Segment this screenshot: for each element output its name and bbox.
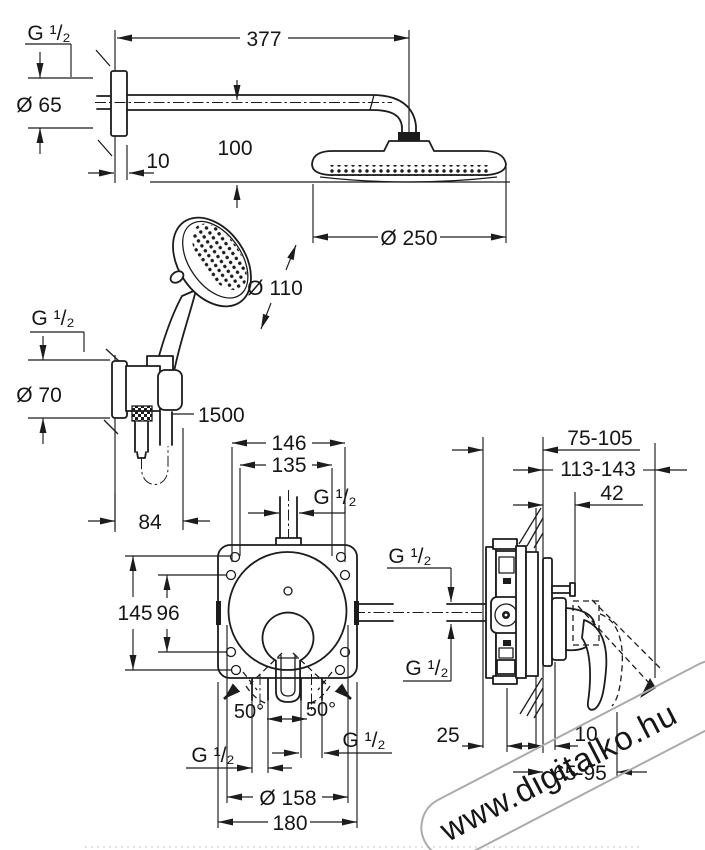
swing-arrow-left <box>223 683 241 700</box>
mixer-front-view <box>216 490 359 712</box>
dim-install-depth: 75-105 <box>567 427 632 450</box>
dim-flange-diameter: Ø 65 <box>16 94 62 117</box>
hand-shower-dimensions: Ø 110 G ¹/₂ Ø 70 1500 84 <box>16 244 303 534</box>
dim-vertical-outer: 145 <box>117 602 152 625</box>
dim-head-diameter: Ø 250 <box>380 227 437 250</box>
dim-plate-width: 180 <box>272 812 307 835</box>
spray-face <box>327 165 489 176</box>
mixer-front-dimensions: 146 135 G ¹/₂ 145 96 50° 50° G ¹/₂ G ¹ <box>117 432 392 835</box>
dim-swing-right: 50° <box>306 699 336 721</box>
dim-hand-thread: G ¹/₂ <box>31 307 74 330</box>
holder-wall-flange <box>111 360 128 419</box>
dim-pin-depth: 42 <box>600 482 623 505</box>
dim-holder-flange-diameter: Ø 70 <box>16 384 62 407</box>
dim-thread-supply-top: G ¹/₂ <box>388 545 431 568</box>
dim-flange-depth: 10 <box>146 150 169 173</box>
head-shower-assembly <box>95 30 507 183</box>
dim-swing-left: 50° <box>234 701 264 723</box>
lever-opening <box>261 611 315 703</box>
dim-trim-gap: 10 <box>574 723 597 746</box>
mixer-side-dimensions: 75-105 113-143 42 G ¹/₂ G ¹/₂ 25 10 65-9… <box>387 427 687 785</box>
dim-total-depth: 113-143 <box>560 458 636 481</box>
dim-thread-supply-bottom: G ¹/₂ <box>405 657 448 680</box>
dim-body-depth: 25 <box>436 724 459 747</box>
dim-arm-length: 377 <box>246 28 281 51</box>
dim-hose-length: 1500 <box>198 404 245 427</box>
arm-wall-flange <box>110 70 128 137</box>
dim-head-drop: 100 <box>217 137 252 160</box>
dim-vertical-inner: 96 <box>156 602 179 625</box>
mixer-side-view <box>354 437 661 753</box>
lever-handle <box>581 619 608 711</box>
dim-hand-head-diameter: Ø 110 <box>247 277 303 300</box>
watermark: www.digitalko.hu <box>420 659 705 850</box>
pin <box>551 585 571 594</box>
handle-max-depth-outline <box>572 600 600 646</box>
mode-button <box>169 270 185 284</box>
swing-arrow-right <box>334 683 352 700</box>
carrier-plate <box>515 545 527 679</box>
dim-handle-clearance: 65-95 <box>553 762 607 785</box>
dim-hole-spacing-inner: 135 <box>271 454 306 477</box>
holder-body <box>125 365 161 412</box>
handle-escutcheon <box>551 597 567 661</box>
holder-front <box>157 369 183 411</box>
dim-hole-spacing-outer: 146 <box>271 432 306 455</box>
hand-shower-face <box>192 223 247 291</box>
dim-thread-bottom-left: G ¹/₂ <box>191 744 234 767</box>
hand-shower-assembly <box>103 216 252 532</box>
recess-circle <box>227 551 348 671</box>
dim-holder-depth: 84 <box>138 511 162 534</box>
dim-thread-bottom-right: G ¹/₂ <box>342 729 385 752</box>
dim-arm-thread: G ¹/₂ <box>27 22 70 45</box>
watermark-capsule <box>420 659 705 850</box>
side-port-left <box>216 601 221 625</box>
dim-thread-top: G ¹/₂ <box>313 486 356 509</box>
hose-nut <box>131 405 153 422</box>
dim-recess-diameter: Ø 158 <box>259 787 316 810</box>
head-shower-dimensions: G ¹/₂ 377 Ø 65 10 100 Ø 250 <box>16 22 510 250</box>
trim-plate-edge <box>542 557 553 667</box>
